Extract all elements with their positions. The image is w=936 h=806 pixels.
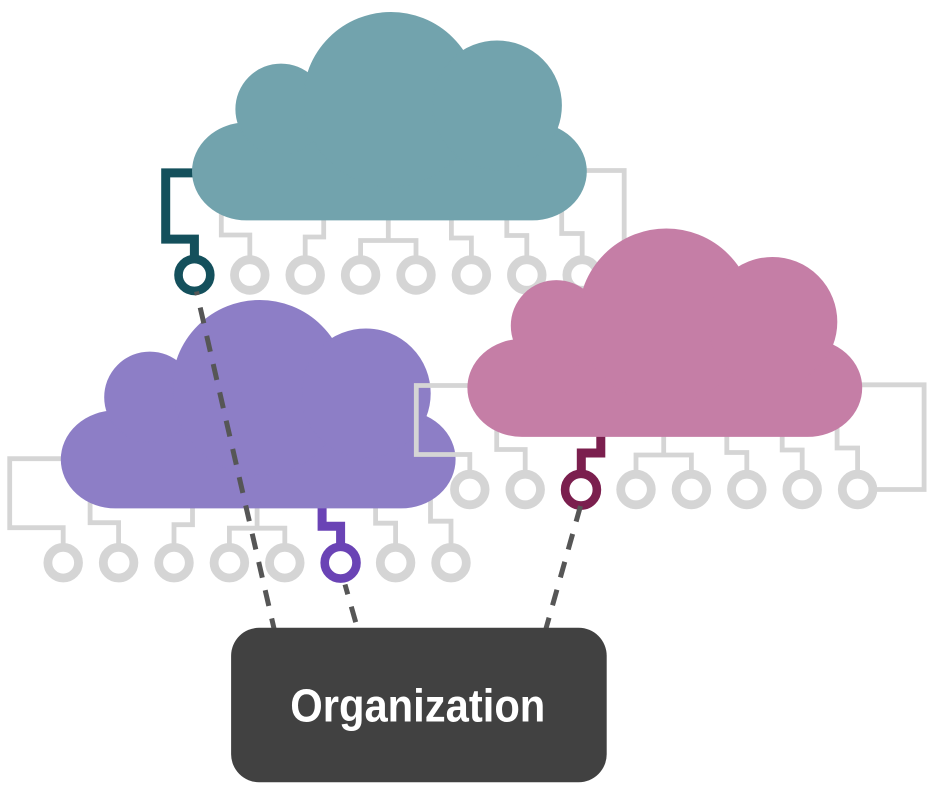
svg-text:Organization: Organization	[290, 680, 545, 732]
